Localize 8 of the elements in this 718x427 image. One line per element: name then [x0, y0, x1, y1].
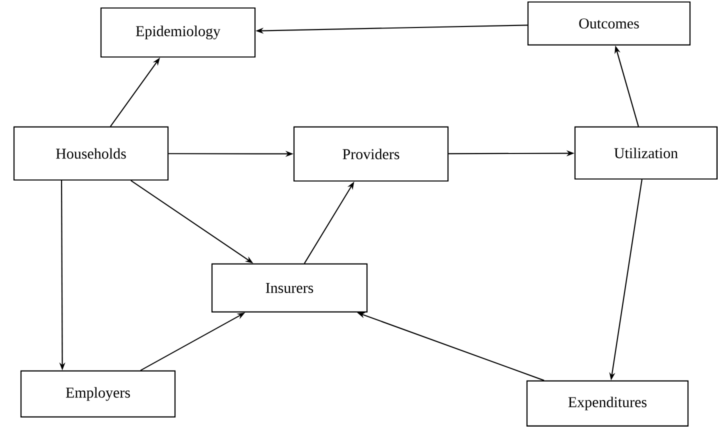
process-box: Providers	[293, 126, 449, 182]
process-box: Insurers	[211, 263, 368, 313]
process-box: Epidemiology	[100, 7, 256, 58]
process-box: Utilization	[574, 126, 718, 180]
process-box: Outcomes	[527, 1, 691, 46]
process-box: Expenditures	[526, 380, 689, 427]
process-box: Employers	[20, 370, 176, 418]
process-box: Households	[13, 126, 169, 181]
